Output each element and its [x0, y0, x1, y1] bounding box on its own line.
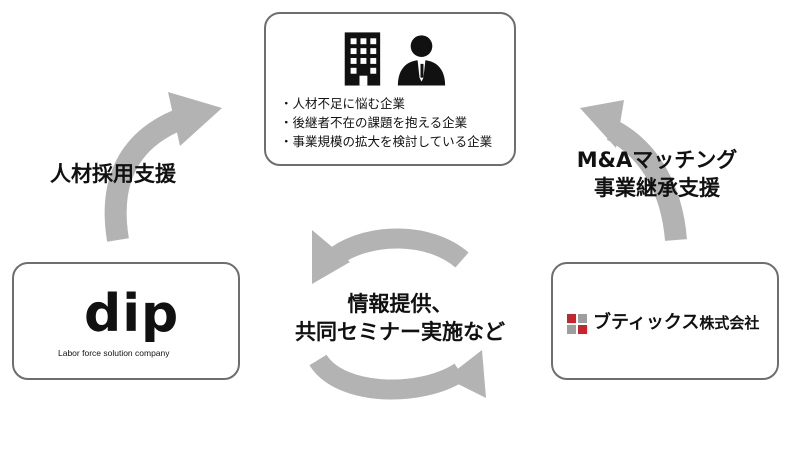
collaboration-label: 情報提供、 共同セミナー実施など [282, 290, 518, 346]
left-arrow-head [168, 92, 222, 146]
right-arrow [606, 120, 687, 242]
target-companies-box: 人材不足に悩む企業 後継者不在の課題を抱える企業 事業規模の拡大を検討している企… [264, 12, 516, 166]
building-icon [344, 32, 381, 86]
dip-box: dip Labor force solution company [12, 262, 240, 380]
collaboration-line-2: 共同セミナー実施など [295, 320, 505, 344]
dip-logo: dip [84, 284, 180, 344]
top-icons [344, 32, 446, 86]
right-arrow-head [580, 100, 624, 148]
cycle-lower-arrow-head [446, 350, 486, 398]
business-succession-line: 事業継承支援 [594, 176, 720, 200]
ma-matching-label: M&Aマッチング 事業継承支援 [562, 146, 752, 202]
boutiques-logo-mark [567, 314, 587, 334]
list-item: 事業規模の拡大を検討している企業 [280, 132, 493, 151]
cycle-upper-arrow [330, 228, 469, 268]
businessman-icon [397, 35, 446, 86]
list-item: 後継者不在の課題を抱える企業 [280, 113, 492, 132]
boutiques-name: ブティックス [593, 312, 700, 333]
boutiques-suffix: 株式会社 [699, 314, 760, 332]
left-arrow [104, 109, 183, 242]
boutiques-box: ブティックス株式会社 [551, 262, 779, 380]
recruitment-support-label: 人材採用支援 [50, 162, 176, 186]
list-item: 人材不足に悩む企業 [280, 94, 492, 113]
dip-tagline: Labor force solution company [58, 348, 170, 358]
boutiques-company-name: ブティックス株式会社 [593, 310, 759, 336]
cycle-lower-arrow [309, 353, 466, 400]
ma-matching-line: M&Aマッチング [576, 148, 738, 172]
cycle-upper-arrow-head [312, 230, 350, 284]
target-company-list: 人材不足に悩む企業 後継者不在の課題を抱える企業 事業規模の拡大を検討している企… [280, 94, 493, 151]
collaboration-line-1: 情報提供、 [347, 292, 453, 316]
